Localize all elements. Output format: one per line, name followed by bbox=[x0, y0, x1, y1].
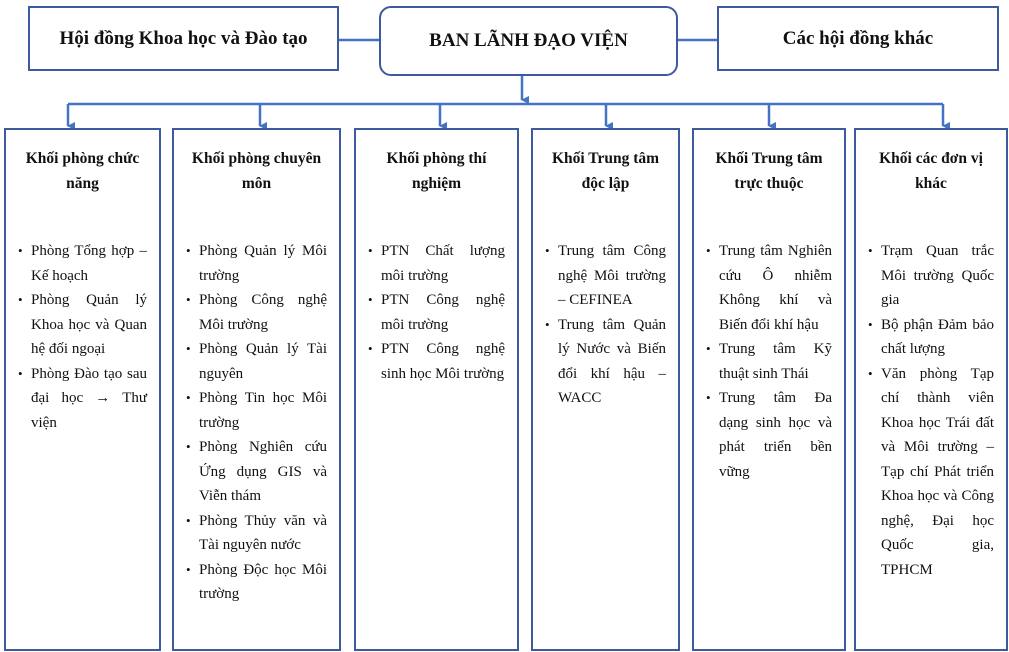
council-science-training-box: Hội đồng Khoa học và Đào tạo bbox=[28, 6, 339, 71]
column-title: Khối Trung tâm trực thuộc bbox=[715, 150, 823, 192]
bullet-icon: • bbox=[186, 512, 191, 528]
list-item: •Văn phòng Tạp chí thành viên Khoa học T… bbox=[868, 362, 994, 583]
bullet-icon: • bbox=[186, 243, 191, 258]
column-functional-departments: Khối phòng chức năng •Phòng Tổng hợp – K… bbox=[4, 128, 161, 651]
list-item: •PTN Chất lượng môi trường bbox=[368, 239, 505, 288]
column-other-units: Khối các đơn vị khác •Trạm Quan trắc Môi… bbox=[854, 128, 1008, 651]
list-item: •Phòng Tin học Môi trường bbox=[186, 386, 327, 435]
list-item: •Trạm Quan trắc Môi trường Quốc gia bbox=[868, 239, 994, 313]
other-councils-label: Các hội đồng khác bbox=[782, 27, 934, 49]
list-item: •PTN Công nghệ môi trường bbox=[368, 288, 505, 337]
list-item: •Trung tâm Kỹ thuật sinh Thái bbox=[706, 337, 832, 386]
bullet-icon: • bbox=[186, 390, 191, 405]
list-item: •Phòng Tổng hợp – Kế hoạch bbox=[18, 239, 147, 288]
list-item: •Trung tâm Quản lý Nước và Biến đổi khí … bbox=[545, 313, 666, 411]
other-councils-box: Các hội đồng khác bbox=[717, 6, 999, 71]
bullet-icon: • bbox=[186, 561, 191, 577]
list-item: •PTN Công nghệ sinh học Môi trường bbox=[368, 337, 505, 386]
list-item: •Trung tâm Đa dạng sinh học và phát triể… bbox=[706, 386, 832, 484]
bullet-icon: • bbox=[706, 341, 711, 356]
column-title: Khối phòng chuyên môn bbox=[191, 150, 322, 192]
bullet-icon: • bbox=[868, 316, 873, 332]
column-specialized-departments: Khối phòng chuyên môn •Phòng Quản lý Môi… bbox=[172, 128, 341, 651]
list-item: •Phòng Đào tạo sau đại học → Thư viện bbox=[18, 362, 147, 436]
bullet-icon: • bbox=[186, 439, 191, 454]
item-list: •Trung tâm Công nghệ Môi trường – CEFINE… bbox=[545, 239, 666, 411]
bullet-icon: • bbox=[868, 365, 873, 381]
bullet-icon: • bbox=[545, 316, 550, 332]
column-affiliated-centers: Khối Trung tâm trực thuộc •Trung tâm Ngh… bbox=[692, 128, 846, 651]
list-item: •Phòng Quản lý Tài nguyên bbox=[186, 337, 327, 386]
item-list: •Phòng Tổng hợp – Kế hoạch •Phòng Quản l… bbox=[18, 239, 147, 435]
column-laboratories: Khối phòng thí nghiệm •PTN Chất lượng mô… bbox=[354, 128, 519, 651]
list-item: •Phòng Nghiên cứu Ứng dụng GIS và Viễn t… bbox=[186, 435, 327, 509]
list-item: •Phòng Độc học Môi trường bbox=[186, 558, 327, 607]
institute-leadership-label: BAN LÃNH ĐẠO VIỆN bbox=[429, 30, 628, 51]
bullet-icon: • bbox=[18, 365, 23, 381]
list-item: •Phòng Quản lý Khoa học và Quan hệ đối n… bbox=[18, 288, 147, 362]
list-item: •Trung tâm Công nghệ Môi trường – CEFINE… bbox=[545, 239, 666, 313]
list-item: •Phòng Công nghệ Môi trường bbox=[186, 288, 327, 337]
list-item: •Bộ phận Đảm bảo chất lượng bbox=[868, 313, 994, 362]
bullet-icon: • bbox=[18, 292, 23, 307]
bullet-icon: • bbox=[18, 243, 23, 258]
bullet-icon: • bbox=[368, 243, 373, 258]
column-title: Khối Trung tâm độc lập bbox=[551, 150, 660, 192]
column-title: Khối phòng chức năng bbox=[25, 150, 140, 192]
column-independent-centers: Khối Trung tâm độc lập •Trung tâm Công n… bbox=[531, 128, 680, 651]
item-list: •Trạm Quan trắc Môi trường Quốc gia •Bộ … bbox=[868, 239, 994, 582]
item-list: •Trung tâm Nghiên cứu Ô nhiễm Không khí … bbox=[706, 239, 832, 484]
item-list: •Phòng Quản lý Môi trường •Phòng Công ng… bbox=[186, 239, 327, 607]
list-item: •Phòng Quản lý Môi trường bbox=[186, 239, 327, 288]
item-list: •PTN Chất lượng môi trường •PTN Công ngh… bbox=[368, 239, 505, 386]
bullet-icon: • bbox=[186, 292, 191, 307]
list-item: •Trung tâm Nghiên cứu Ô nhiễm Không khí … bbox=[706, 239, 832, 337]
bullet-icon: • bbox=[868, 243, 873, 258]
list-item: •Phòng Thủy văn và Tài nguyên nước bbox=[186, 509, 327, 558]
institute-leadership-box: BAN LÃNH ĐẠO VIỆN bbox=[379, 6, 678, 76]
bullet-icon: • bbox=[706, 390, 711, 405]
bullet-icon: • bbox=[368, 341, 373, 356]
council-science-training-label: Hội đồng Khoa học và Đào tạo bbox=[59, 27, 308, 49]
bullet-icon: • bbox=[368, 292, 373, 307]
bullet-icon: • bbox=[545, 243, 550, 258]
bullet-icon: • bbox=[706, 243, 711, 258]
column-title: Khối các đơn vị khác bbox=[879, 150, 983, 192]
bullet-icon: • bbox=[186, 341, 191, 356]
column-title: Khối phòng thí nghiệm bbox=[386, 150, 487, 192]
